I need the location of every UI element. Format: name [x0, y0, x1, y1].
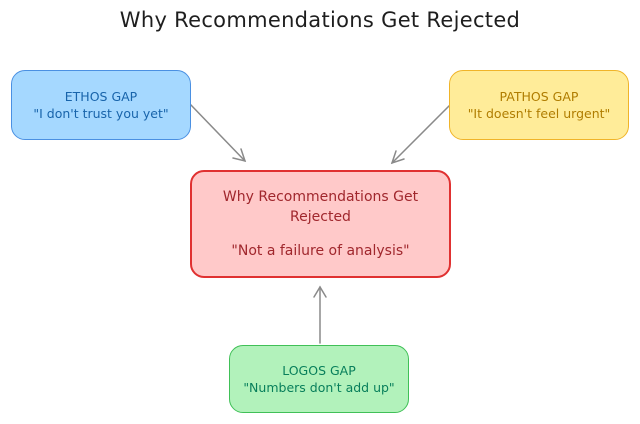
central-title-line-1: Why Recommendations Get	[222, 189, 419, 205]
pathos-gap-node[interactable]: PATHOS GAP "It doesn't feel urgent"	[449, 70, 629, 140]
ethos-gap-quote: "I don't trust you yet"	[33, 106, 169, 121]
ethos-gap-node[interactable]: ETHOS GAP "I don't trust you yet"	[11, 70, 191, 140]
central-title-line-2: Rejected	[290, 209, 351, 225]
arrow-logos-to-center	[313, 285, 327, 344]
logos-gap-node[interactable]: LOGOS GAP "Numbers don't add up"	[229, 345, 409, 413]
pathos-gap-heading: PATHOS GAP	[499, 89, 579, 104]
logos-gap-heading: LOGOS GAP	[282, 363, 356, 378]
diagram-title: Why Recommendations Get Rejected	[119, 8, 521, 32]
central-quote: "Not a failure of analysis"	[231, 243, 410, 259]
ethos-gap-heading: ETHOS GAP	[64, 89, 138, 104]
arrow-ethos-to-center	[189, 103, 247, 163]
arrow-pathos-to-center	[390, 103, 452, 165]
logos-gap-quote: "Numbers don't add up"	[243, 380, 395, 395]
pathos-gap-quote: "It doesn't feel urgent"	[467, 106, 611, 121]
central-node[interactable]: Why Recommendations Get Rejected "Not a …	[190, 170, 451, 278]
